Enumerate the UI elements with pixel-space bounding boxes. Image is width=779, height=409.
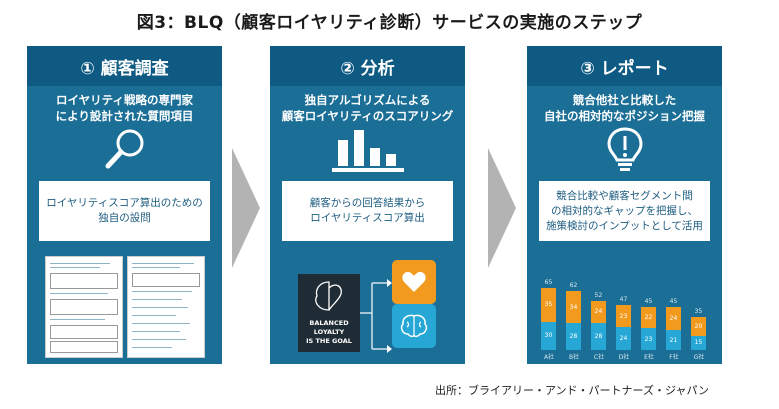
bar-total-label: 52 [594, 291, 603, 299]
heart-icon [392, 260, 436, 304]
connector-lines [360, 279, 392, 353]
step-subtitle: ロイヤリティ戦略の専門家 により設計された質問項目 [55, 93, 194, 123]
page-title: 図3：BLQ（顧客ロイヤリティ診断）サービスの実施のステップ [136, 13, 643, 33]
questionnaire-thumbnail [45, 256, 123, 358]
bar-segment-base: 28 [591, 323, 606, 350]
badge-line: IS THE GOAL [306, 337, 352, 345]
bar-segment-base: 24 [616, 327, 631, 350]
bar-total-label: 45 [669, 298, 678, 306]
bar-segment-base: 28 [566, 323, 581, 350]
bar-segment-base: 21 [666, 330, 681, 350]
source-note: 出所：ブライアリー・アンド・パートナーズ・ジャパン [434, 384, 709, 397]
bar-category-label: G社 [693, 354, 705, 361]
bar-segment-top: 34 [566, 291, 581, 324]
bar-segment-top: 20 [691, 316, 706, 336]
magnifier-icon [104, 126, 148, 174]
bar-segment-top: 24 [591, 300, 606, 324]
bar-total-label: 62 [569, 282, 578, 290]
step-heading: ① 顧客調査 [27, 46, 222, 86]
step-panel-report: ③ レポート 競合他社と比較した 自社の相対的なポジション把握 競合比較や顧客セ… [527, 46, 722, 364]
step-heading: ③ レポート [527, 46, 722, 86]
bar-total-label: 45 [644, 298, 653, 306]
step-panel-analysis: ② 分析 独自アルゴリズムによる 顧客ロイヤリティのスコアリング 顧客からの回答… [270, 46, 465, 364]
bar-segment-top: 35 [541, 288, 556, 322]
step-heading: ② 分析 [270, 46, 465, 86]
bar-category-label: E社 [644, 354, 654, 361]
bar-chart-icon [330, 128, 406, 178]
bar-segment-base: 23 [641, 328, 656, 350]
step-description: 競合比較や顧客セグメント間 の相対的なギャップを把握し、 施策検討のインプットと… [539, 181, 710, 241]
bar-segment-base: 30 [541, 321, 556, 350]
bar-segment-top: 22 [641, 307, 656, 329]
step-description: ロイヤリティスコア算出のための 独自の設問 [39, 181, 210, 241]
bar-total-label: 47 [619, 296, 628, 304]
badge-line: LOYALTY [313, 328, 345, 336]
badge-line: BALANCED [309, 319, 349, 327]
bar-segment-base: 15 [691, 335, 706, 350]
bar-category-label: B社 [568, 354, 580, 361]
bar-segment-top: 24 [666, 307, 681, 331]
step-subtitle: 独自アルゴリズムによる 顧客ロイヤリティのスコアリング [281, 93, 454, 123]
bar-category-label: D社 [618, 354, 630, 361]
step-subtitle: 競合他社と比較した 自社の相対的なポジション把握 [544, 93, 705, 123]
bar-total-label: 35 [694, 307, 703, 315]
step-description: 顧客からの回答結果から ロイヤリティスコア算出 [282, 181, 453, 241]
bar-category-label: A社 [543, 354, 555, 361]
bar-category-label: F社 [669, 354, 679, 361]
lightbulb-icon [605, 126, 645, 176]
step-panel-survey: ① 顧客調査 ロイヤリティ戦略の専門家 により設計された質問項目 ロイヤリティス… [27, 46, 222, 364]
bar-total-label: 65 [544, 279, 553, 287]
brain-icon [392, 304, 436, 348]
step-arrow [488, 148, 516, 268]
step-arrow [232, 148, 260, 268]
bar-segment-top: 23 [616, 305, 631, 328]
balanced-loyalty-badge: BALANCED LOYALTY IS THE GOAL [298, 274, 360, 352]
bar-category-label: C社 [593, 354, 605, 361]
questionnaire-thumbnail [127, 256, 205, 358]
